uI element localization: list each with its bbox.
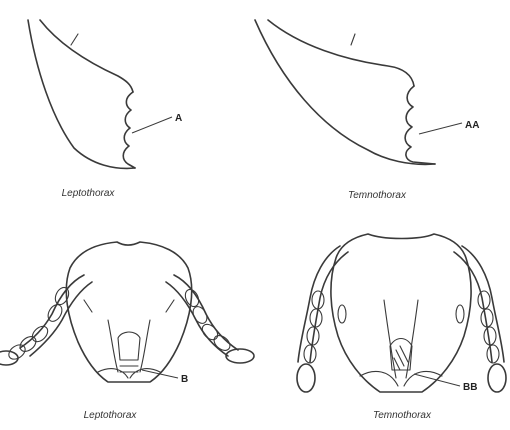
leptothorax-mandible-drawing (28, 20, 135, 168)
label-aa: AA (465, 120, 479, 131)
temnothorax-head-drawing (297, 234, 506, 392)
leptothorax-head-drawing (0, 242, 254, 382)
caption-bottom-left: Leptothorax (84, 410, 138, 421)
temnothorax-mandible-drawing (255, 20, 435, 164)
label-bb-leader (414, 374, 460, 386)
label-aa-leader (419, 123, 462, 134)
caption-top-right: Temnothorax (348, 190, 407, 201)
label-a-leader (132, 117, 172, 133)
label-a: A (175, 113, 182, 124)
label-b-leader (142, 370, 178, 378)
label-bb: BB (463, 382, 477, 393)
label-b: B (181, 374, 188, 385)
caption-bottom-right: Temnothorax (373, 410, 432, 421)
caption-top-left: Leptothorax (62, 188, 116, 199)
